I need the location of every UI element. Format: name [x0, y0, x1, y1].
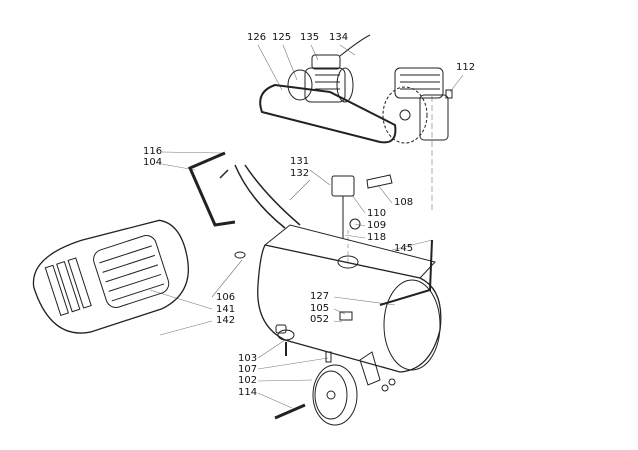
electric-motor: [287, 34, 371, 103]
rubber-foot: [277, 329, 295, 341]
part-label: 108: [394, 197, 414, 208]
part-label: 107: [238, 364, 258, 375]
part-label: 116: [143, 146, 163, 157]
part-label: 118: [367, 232, 387, 243]
part-label: 135: [300, 32, 320, 43]
wheel-bracket: [359, 351, 381, 386]
part-label: 104: [143, 157, 163, 168]
part-label: 106: [216, 292, 236, 303]
belt-guard: [32, 219, 189, 334]
nut: [388, 378, 396, 386]
part-label: 052: [310, 314, 330, 325]
washer: [381, 384, 389, 392]
leader-lines: [149, 44, 464, 409]
part-label: 132: [290, 168, 310, 179]
part-label: 125: [272, 32, 292, 43]
handle: [188, 151, 236, 227]
fitting-112: [445, 89, 453, 99]
part-label: 110: [367, 208, 387, 219]
part-label: 127: [310, 291, 330, 302]
part-label: 105: [310, 303, 330, 314]
part-106: [234, 251, 246, 259]
screw-107: [325, 351, 332, 363]
air-tank: [257, 224, 442, 373]
part-label: 134: [329, 32, 349, 43]
part-label: 114: [238, 387, 258, 398]
drive-belt: [259, 83, 397, 144]
part-label: 126: [247, 32, 267, 43]
part-label: 141: [216, 304, 236, 315]
compressor-pump: [382, 67, 449, 144]
wheel: [312, 364, 358, 426]
axle-bolt: [274, 403, 306, 420]
part-label: 131: [290, 156, 310, 167]
part-label: 109: [367, 220, 387, 231]
part-label: 145: [394, 243, 414, 254]
part-label: 142: [216, 315, 236, 326]
power-cord: [219, 164, 301, 229]
part-label: 103: [238, 353, 258, 364]
part-label: 112: [456, 62, 476, 73]
pressure-switch: [331, 174, 393, 238]
part-label: 102: [238, 375, 258, 386]
